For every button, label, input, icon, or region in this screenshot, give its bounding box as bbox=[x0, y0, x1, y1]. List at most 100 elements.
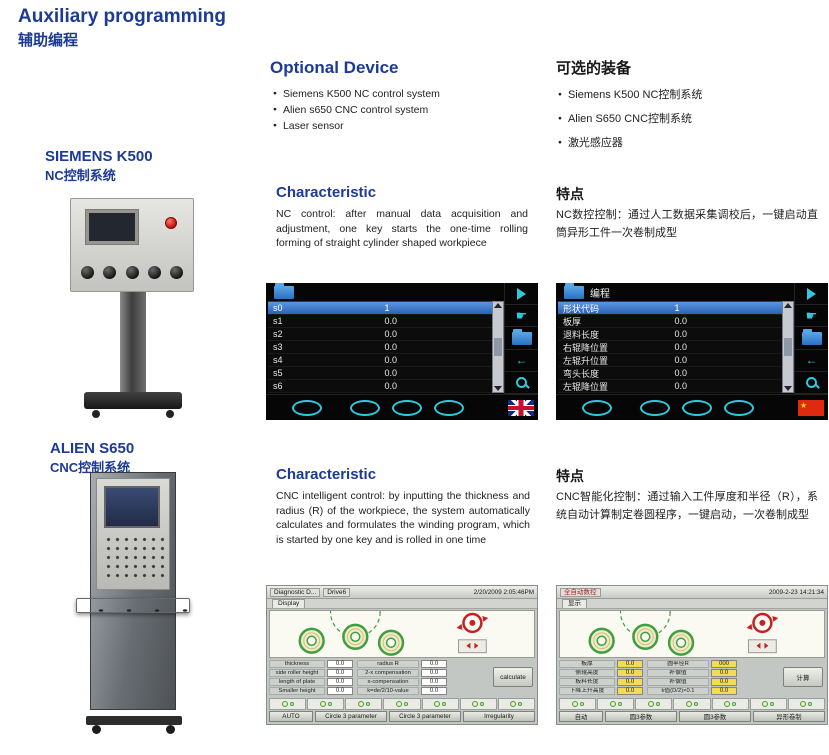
console-stand bbox=[120, 292, 146, 394]
field-label: length of plate bbox=[269, 678, 325, 686]
back-arrow-icon: ← bbox=[805, 353, 818, 368]
knob-icon bbox=[103, 266, 117, 279]
arrow-right-icon bbox=[807, 287, 816, 300]
emergency-stop-button bbox=[165, 217, 177, 229]
param-label: s4 bbox=[273, 355, 283, 365]
softkey-button bbox=[392, 399, 422, 416]
field-value: 0.0 bbox=[327, 669, 353, 677]
caster-wheel bbox=[166, 725, 175, 734]
scroll-down-icon bbox=[494, 386, 502, 391]
hand-pointer-icon: ☛ bbox=[515, 308, 528, 324]
roller-icon bbox=[597, 698, 635, 710]
field-label: k=de/2/10-value bbox=[357, 687, 419, 695]
softkey-button bbox=[724, 399, 754, 416]
field-label: radius R bbox=[357, 660, 419, 668]
cnc-ui-screenshot-en: Diagnostic D... Drive6 2/20/2009 2:05:46… bbox=[266, 585, 538, 725]
keyboard-tray bbox=[76, 598, 190, 613]
param-label: 左辊降位置 bbox=[563, 381, 609, 392]
knob-icon bbox=[170, 266, 183, 279]
param-value: 0.0 bbox=[384, 368, 397, 378]
kiosk-base bbox=[86, 716, 182, 725]
cnc-titlebar: Diagnostic D... Drive6 2/20/2009 2:05:46… bbox=[267, 586, 537, 599]
param-label: s6 bbox=[273, 381, 283, 391]
folder-icon bbox=[511, 328, 532, 345]
roller-diagram-svg bbox=[588, 611, 779, 656]
nc-softkey-bar bbox=[556, 394, 828, 420]
auto-button: AUTO bbox=[269, 711, 313, 722]
kiosk-buttons bbox=[104, 535, 164, 581]
circle3-parameter-button: Circle 3 parameter bbox=[315, 711, 387, 722]
field-value: 0.0 bbox=[711, 678, 737, 686]
param-value: 0.0 bbox=[384, 355, 397, 365]
scrollbar bbox=[782, 301, 794, 393]
scroll-up-icon bbox=[494, 303, 502, 308]
param-value: 0.0 bbox=[674, 316, 687, 326]
softkey-button bbox=[682, 399, 712, 416]
auto-button: 自动 bbox=[559, 711, 603, 722]
optional-device-heading-en: Optional Device bbox=[270, 58, 399, 77]
param-value: 0.0 bbox=[674, 342, 687, 352]
list-item: 激光感应器 bbox=[558, 134, 702, 150]
param-label: 板厚 bbox=[563, 316, 582, 327]
magnifier-icon bbox=[516, 376, 527, 388]
field-label: 圆半径R bbox=[647, 660, 709, 668]
roller-icon bbox=[421, 698, 459, 710]
circle3-parameter-button: 圆3参数 bbox=[679, 711, 751, 722]
circle3-parameter-button: Circle 3 parameter bbox=[389, 711, 461, 722]
titlebar-menu: Drive6 bbox=[323, 587, 351, 597]
siemens-k500-photo bbox=[62, 192, 204, 424]
softkey-button bbox=[434, 399, 464, 416]
field-value: 0.0 bbox=[617, 669, 643, 677]
roller-icon bbox=[497, 698, 535, 710]
kiosk-screen bbox=[104, 486, 160, 528]
arrow-right-icon bbox=[517, 287, 526, 300]
param-value: 1 bbox=[384, 303, 390, 313]
nc-icon-column: ☛ ← bbox=[794, 283, 828, 395]
folder-icon bbox=[274, 282, 294, 299]
caster-wheel bbox=[92, 725, 101, 734]
list-item: Laser sensor bbox=[273, 120, 440, 132]
calculate-button: 计算 bbox=[783, 667, 823, 687]
characteristic-heading-en-1: Characteristic bbox=[276, 184, 377, 201]
roller-icon bbox=[673, 698, 711, 710]
field-value: 0.0 bbox=[421, 678, 447, 686]
roller-icon bbox=[345, 698, 383, 710]
device-name-siemens: SIEMENS K500 bbox=[45, 148, 153, 165]
uk-flag-icon bbox=[508, 400, 534, 416]
roller-icon bbox=[307, 698, 345, 710]
field-value: 0.0 bbox=[711, 669, 737, 677]
scrollbar bbox=[492, 301, 504, 393]
irregularity-button: 异形卷制 bbox=[753, 711, 825, 722]
param-value: 0.0 bbox=[674, 368, 687, 378]
characteristic-text-en-2: CNC intelligent control: by inputting th… bbox=[276, 490, 530, 546]
list-item: Siemens K500 NC控制系统 bbox=[558, 86, 703, 102]
console-screen bbox=[85, 209, 139, 245]
titlebar-datetime: 2009-2-23 14:21:34 bbox=[769, 588, 824, 596]
param-value: 0.0 bbox=[384, 329, 397, 339]
nc-menu-title: 编程 bbox=[590, 288, 610, 300]
nc-softkey-bar bbox=[266, 394, 538, 420]
list-item: Alien S650 CNC控制系统 bbox=[558, 110, 702, 126]
roller-icon bbox=[459, 698, 497, 710]
display-tab: 显示 bbox=[562, 599, 587, 608]
roller-diagram-svg bbox=[298, 611, 489, 656]
roller-diagram bbox=[559, 610, 825, 658]
page-title-zh: 辅助编程 bbox=[18, 32, 79, 49]
softkey-button bbox=[292, 399, 322, 416]
hand-pointer-icon: ☛ bbox=[805, 308, 818, 324]
characteristic-text-zh-2: CNC智能化控制：通过输入工件厚度和半径（R），系统自动计算制定卷圆程序，一键启… bbox=[556, 491, 818, 521]
roller-icon-row bbox=[557, 698, 827, 710]
display-tab: Display bbox=[272, 599, 306, 608]
field-value: 0.0 bbox=[327, 687, 353, 695]
param-value: 0.0 bbox=[674, 381, 687, 391]
table-row: s4 0.0 bbox=[268, 354, 492, 367]
